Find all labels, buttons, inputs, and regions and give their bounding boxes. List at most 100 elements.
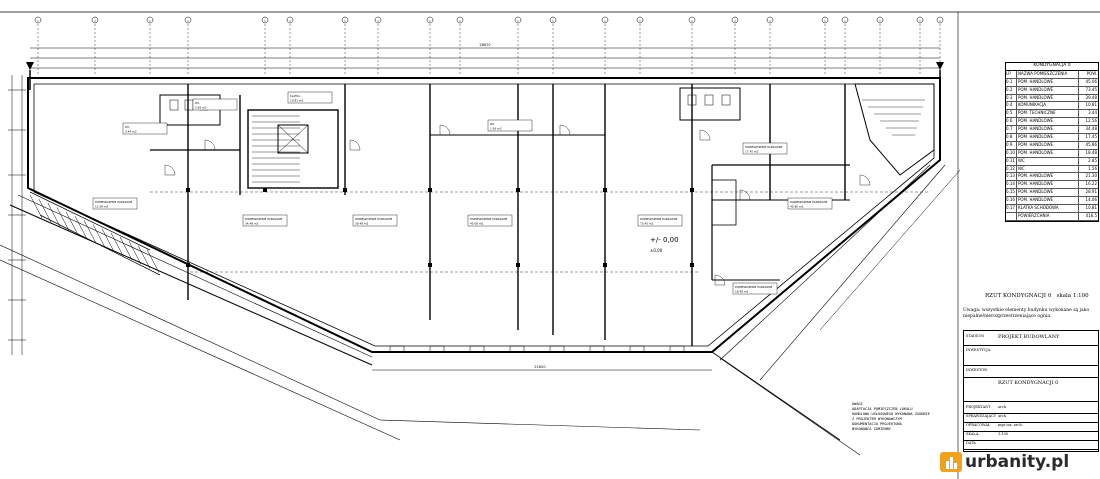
drawing-note: Uwaga: wszystkie elementy budynku wykona…: [963, 308, 1090, 319]
ramp-hatch: [74, 215, 88, 240]
room-tag: [467, 214, 513, 227]
room-area: 18.48 m2: [735, 290, 749, 294]
window-mark: [429, 345, 445, 353]
legend-line: ADAPTACJA POMIESZCZEŃ LOKALU: [852, 407, 913, 411]
grid-axis-bubble: [731, 16, 739, 24]
structural-column: [428, 188, 432, 192]
drawing-scale: skala 1:100: [1056, 293, 1089, 299]
grid-axis-bubble: [936, 16, 944, 24]
tb-row-label: SKALA: [966, 432, 979, 436]
schedule-cell-lp: 0.3: [1006, 94, 1017, 102]
col-lp: LP: [1006, 70, 1017, 78]
grid-axis-bubble: [876, 16, 884, 24]
col-name: NAZWA POMIESZCZENIA: [1017, 70, 1079, 78]
door-swing: [164, 164, 176, 176]
room-tag: [742, 142, 788, 155]
room-label: POMIESZCZENIE HANDLOWE: [745, 145, 783, 149]
room-label: WC: [195, 101, 200, 105]
room-area: 45.06 m2: [470, 222, 484, 226]
toilet-fixture: [687, 94, 697, 106]
schedule-cell-name: POM. HANDLOWE: [1017, 126, 1079, 134]
structural-column: [263, 188, 267, 192]
schedule-cell-lp: 0.7: [1006, 126, 1017, 134]
schedule-cell-lp: [1006, 212, 1017, 220]
window-mark: [629, 345, 645, 353]
schedule-cell-lp: 0.4: [1006, 102, 1017, 110]
grid-axis-bubble: [184, 16, 192, 24]
schedule-cell-name: POM. HANDLOWE: [1017, 94, 1079, 102]
schedule-cell-name: POM. HANDLOWE: [1017, 78, 1079, 86]
room-schedule-header: KONDYGNACJA 0: [1006, 63, 1098, 71]
structural-column: [343, 188, 347, 192]
structural-column: [603, 263, 607, 267]
schedule-cell-lp: 0.16: [1006, 197, 1017, 205]
room-tag: [637, 214, 683, 227]
window-mark: [589, 345, 605, 353]
grid-axis-bubble: [841, 16, 849, 24]
room-tag: [487, 119, 533, 132]
ramp-hatch: [101, 228, 115, 252]
room-tag: [122, 122, 168, 135]
schedule-cell-lp: 0.6: [1006, 118, 1017, 126]
overall-dimension: 28670: [479, 43, 490, 47]
door-swing: [204, 139, 216, 151]
room-label: POMIESZCZENIE HANDLOWE: [790, 200, 828, 204]
door-swing: [714, 274, 726, 286]
schedule-cell-lp: 0.13: [1006, 173, 1017, 181]
schedule-cell-area: 416.5: [1085, 212, 1097, 218]
section-arrow: [936, 62, 944, 70]
ramp-hatch: [92, 224, 106, 248]
schedule-cell-name: POM. HANDLOWE: [1017, 189, 1079, 197]
tb-title: RZUT KONDYGNACJI 0: [998, 380, 1059, 386]
room-area: 45.86 m2: [790, 205, 804, 209]
grid-axis-bubble: [34, 16, 42, 24]
window-mark: [509, 345, 525, 353]
window-mark: [669, 345, 685, 353]
room-area: 12.56 m2: [95, 205, 109, 209]
tb-inwestycja-label: INWESTYCJA: [966, 348, 991, 352]
elevator-shaft: [277, 124, 309, 154]
room-area: 3.44 m2: [125, 130, 137, 134]
grid-axis-bubble: [601, 16, 609, 24]
room-area: 10.81 m2: [290, 99, 304, 103]
ramp-hatch: [47, 203, 61, 227]
structural-column: [516, 188, 520, 192]
schedule-cell-name: POM. HANDLOWE: [1017, 149, 1079, 157]
schedule-cell-name: POM. HANDLOWE: [1017, 197, 1079, 205]
drawing-title: RZUT KONDYGNACJI 0 skala 1:100: [985, 293, 1089, 299]
toilet-fixture: [169, 99, 179, 111]
tb-stadium: PROJEKT BUDOWLANY: [998, 334, 1060, 340]
schedule-cell-lp: 0.17: [1006, 205, 1017, 212]
schedule-cell-area: 10.81: [1085, 102, 1097, 108]
site-line: [719, 357, 861, 456]
room-tag: [192, 98, 238, 111]
room-label: WC: [490, 122, 495, 126]
legend-line: HANDLOWO-USŁUGOWEGO WYKONANA ZGODNIE: [852, 412, 930, 416]
facade-line: [719, 164, 931, 361]
schedule-cell-area: 73.45: [1085, 86, 1097, 92]
level-mark-secondary: ±0,00: [650, 248, 663, 253]
schedule-cell-name: POM. HANDLOWE: [1017, 118, 1079, 126]
ramp-hatch: [119, 236, 133, 261]
tb-row-label: DATA: [966, 441, 976, 445]
schedule-cell-lp: 0.5: [1006, 110, 1017, 118]
schedule-cell-area: 45.06: [1085, 78, 1097, 84]
grid-axis-bubble: [821, 16, 829, 24]
legend-line: DOKUMENTACJA PROJEKTOWA: [852, 422, 902, 426]
schedule-cell-area: 16.22: [1085, 181, 1097, 187]
facade-line: [711, 351, 841, 441]
structural-column: [186, 188, 190, 192]
ramp-hatch: [38, 199, 52, 223]
